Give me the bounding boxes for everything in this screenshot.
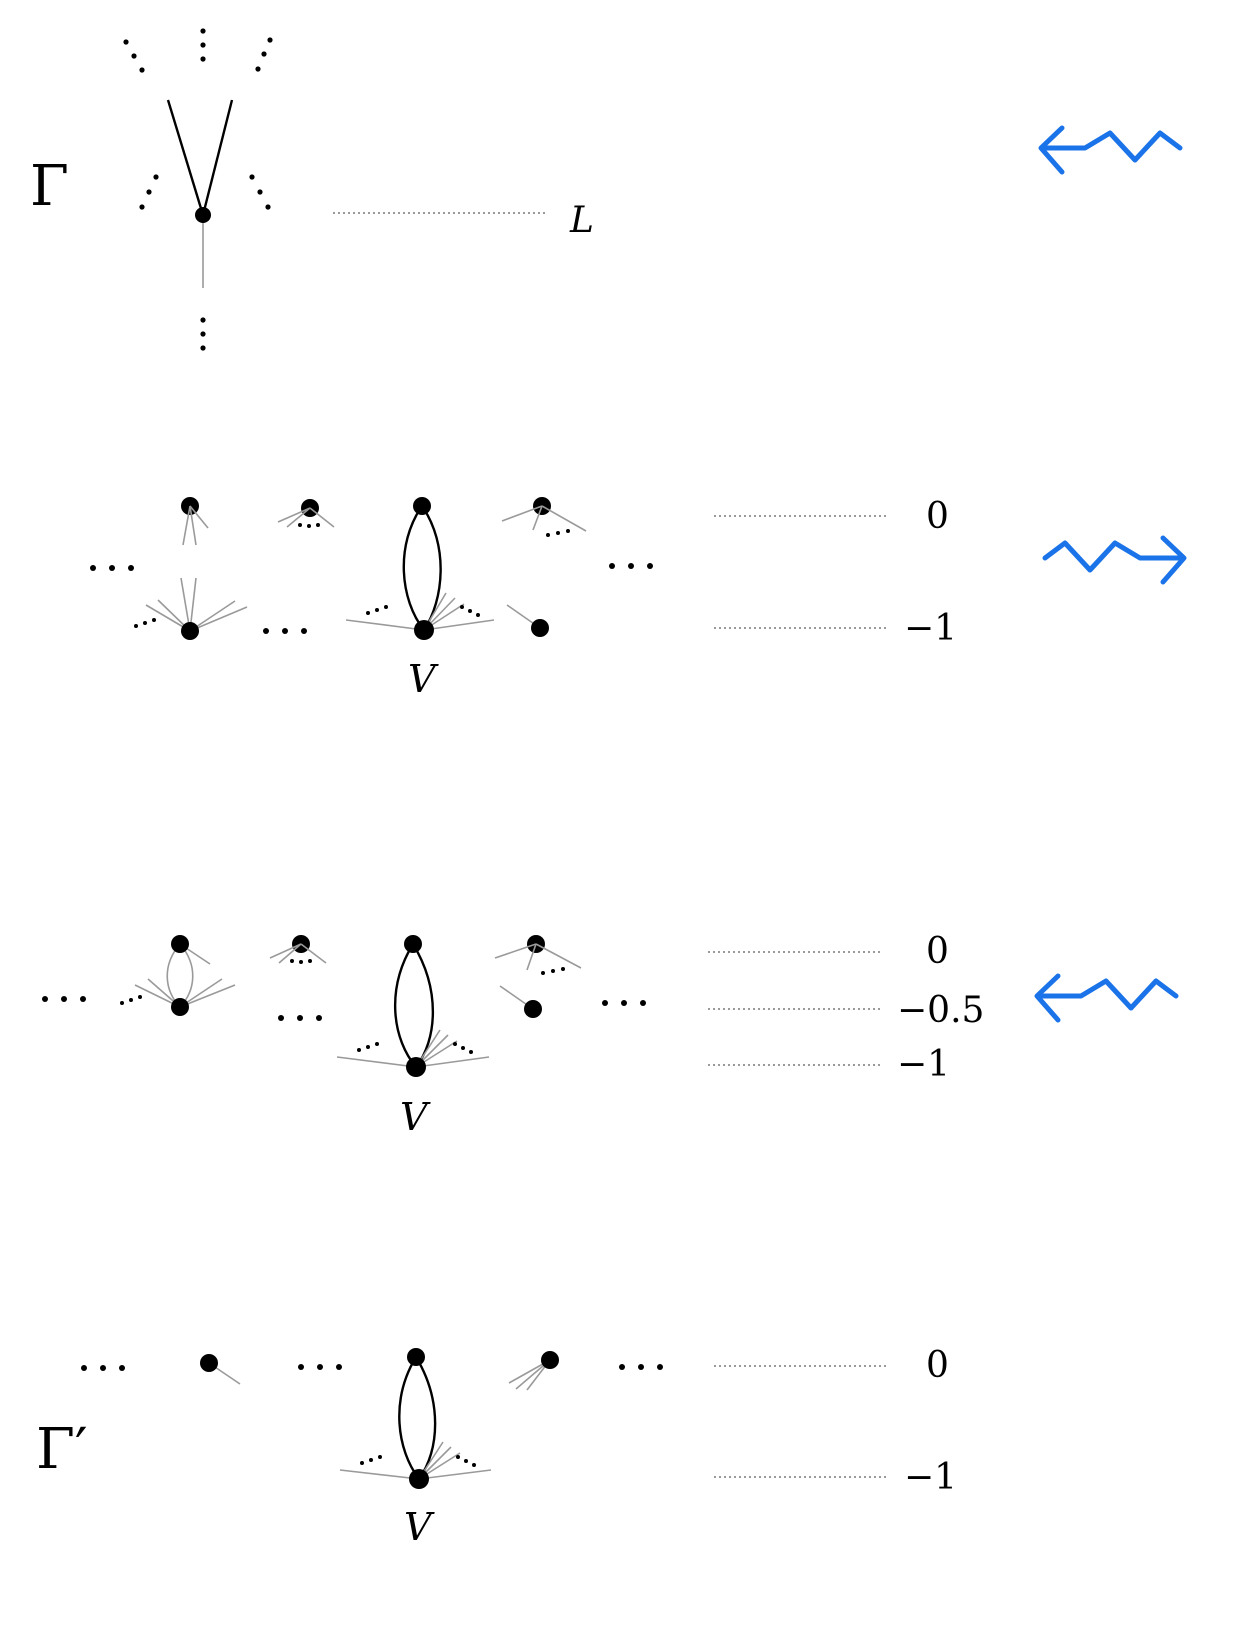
level-minus-1-label: −1: [904, 608, 957, 649]
ellipsis-left: [81, 1365, 125, 1371]
vertex-node: [407, 1348, 425, 1366]
ellipsis-mid: [278, 1015, 322, 1021]
level-L-label: L: [569, 200, 594, 241]
vertex-node: [200, 1354, 218, 1372]
vertex-V-node: [414, 620, 434, 640]
edge: [421, 505, 442, 631]
vertex-node: [531, 619, 549, 637]
ellipsis-mid: [263, 628, 307, 634]
ellipsis-bottom: [200, 317, 206, 351]
vertex-V-label: V: [400, 1095, 431, 1139]
edge: [398, 1356, 420, 1480]
gamma-label: Γ: [30, 154, 69, 219]
ellipsis-mid: [298, 1364, 342, 1370]
level-minus-half-label: −0.5: [897, 990, 984, 1031]
ellipsis-right: [619, 1364, 663, 1370]
squiggly-right-arrow-icon: [1042, 535, 1187, 585]
edge: [201, 99, 234, 216]
ellipsis-top: [123, 28, 273, 73]
ellipsis-right: [609, 563, 653, 569]
ellipsis-left: [90, 565, 134, 571]
vertex-V-label: V: [404, 1505, 435, 1549]
level-minus-1-label: −1: [897, 1044, 950, 1085]
panel-gamma-prime: Γ′ V 0 −1: [36, 1345, 957, 1549]
panel-level-graph-2: V 0 −0.5 −1: [42, 931, 1179, 1139]
edge: [402, 505, 425, 631]
ellipsis-left: [42, 996, 86, 1002]
edge: [414, 1356, 437, 1480]
level-minus-1-label: −1: [904, 1457, 957, 1498]
vertex-V-node: [409, 1469, 429, 1489]
level-0-label: 0: [926, 931, 949, 972]
squiggly-left-arrow-icon: [1038, 125, 1183, 175]
vertex-node: [171, 935, 189, 953]
vertex-node: [171, 998, 189, 1016]
vertex-node: [524, 1000, 542, 1018]
ellipsis-right: [602, 1000, 646, 1006]
ellipsis-sides: [139, 174, 271, 210]
vertex-node: [195, 207, 211, 223]
vertex-node: [404, 935, 422, 953]
edge: [394, 943, 417, 1068]
panel-gamma: Γ L: [30, 28, 1183, 351]
panel-level-graph-1: V 0 −1: [90, 496, 1187, 701]
squiggly-left-arrow-icon: [1034, 973, 1179, 1023]
vertex-V-label: V: [408, 657, 439, 701]
level-0-label: 0: [926, 496, 949, 537]
edge: [166, 99, 205, 216]
level-0-label: 0: [926, 1345, 949, 1386]
edge: [411, 943, 435, 1068]
vertex-V-node: [406, 1057, 426, 1077]
vertex-node: [181, 622, 199, 640]
gamma-prime-label: Γ′: [36, 1417, 88, 1482]
vertex-node: [541, 1351, 559, 1369]
